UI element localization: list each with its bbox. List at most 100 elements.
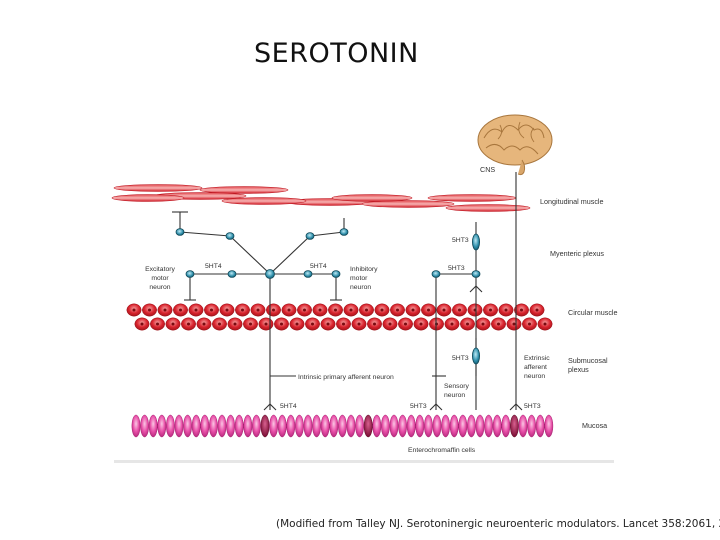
svg-text:plexus: plexus (568, 365, 589, 374)
mucosa-cell (432, 414, 442, 438)
neuron-soma (339, 228, 349, 236)
mucosa-cell (174, 414, 184, 438)
mucosa-cell (492, 414, 502, 438)
cell-nucleus (318, 308, 322, 312)
cell-nucleus (543, 322, 547, 326)
mucosa-cell (398, 414, 407, 438)
mucosa-cell (518, 414, 528, 438)
mucosa-layer (131, 414, 554, 438)
mucosa-cell (424, 414, 433, 438)
cell-nucleus (528, 322, 531, 326)
cell-nucleus (287, 308, 291, 312)
cell-nucleus (427, 308, 430, 312)
mucosa-label: Mucosa (582, 421, 607, 430)
cell-nucleus (512, 322, 516, 326)
longitudinal-fiber (445, 204, 531, 212)
enterochromaffin-cells-label: Enterochromaffin cells (408, 447, 476, 454)
receptor-5ht3-upper-node (471, 233, 480, 251)
cell-nucleus (442, 308, 446, 312)
extrinsic-afferent-neuron-label: Extrinsic afferent neuron (524, 355, 550, 380)
svg-text:Excitatory: Excitatory (145, 266, 175, 273)
cell-nucleus (303, 308, 306, 312)
mucosa-cell (535, 414, 545, 438)
mucosa-cell (346, 414, 356, 438)
svg-text:neuron: neuron (149, 284, 170, 291)
brain-icon (477, 114, 553, 176)
cell-nucleus (132, 308, 136, 312)
neuron-soma (175, 228, 185, 236)
cell-nucleus (163, 308, 167, 312)
cell-nucleus (140, 322, 144, 326)
mucosa-cell (131, 414, 141, 438)
mucosa-cell (191, 414, 201, 438)
mucosa-cell (527, 414, 536, 438)
receptor-5ht4-left: 5HT4 (205, 263, 222, 270)
mucosa-cell (338, 414, 347, 438)
mucosa-cell (544, 414, 554, 438)
mucosa-cell (148, 414, 158, 438)
mucosa-cell (449, 414, 459, 438)
mucosa-cell (381, 414, 390, 438)
longitudinal-fiber (221, 197, 307, 205)
mucosa-cell (355, 414, 364, 438)
slide-title: SEROTONIN (254, 38, 419, 69)
mucosa-cell (467, 414, 476, 438)
mucosa-cell (320, 414, 330, 438)
cell-nucleus (520, 308, 523, 312)
receptor-5ht3-submucosal-node (471, 347, 480, 365)
svg-text:motor: motor (350, 275, 368, 282)
intrinsic-primary-afferent-label: Intrinsic primary afferent neuron (298, 374, 394, 381)
svg-text:motor: motor (151, 275, 169, 282)
mucosa-cell (234, 414, 244, 438)
cell-nucleus (171, 322, 175, 326)
mucosa-cell (295, 414, 304, 438)
mucosa-cell (200, 414, 210, 438)
cns-label: CNS (480, 165, 495, 174)
cell-nucleus (156, 322, 159, 326)
neuron-soma (305, 232, 315, 240)
receptor-5ht4-right: 5HT4 (310, 263, 327, 270)
mucosa-cell (140, 414, 149, 438)
cell-nucleus (497, 322, 500, 326)
longitudinal-muscle-layer (111, 184, 531, 212)
cell-nucleus (373, 322, 376, 326)
sensory-neuron-soma (431, 270, 441, 278)
cell-nucleus (311, 322, 314, 326)
mucosa-cell (269, 414, 278, 438)
mucosa-cell (286, 414, 296, 438)
cell-nucleus (179, 308, 182, 312)
longitudinal-muscle-label: Longitudinal muscle (540, 197, 604, 206)
neuron-soma (225, 232, 235, 240)
excitatory-motor-neuron-label: Excitatory motor neuron (145, 266, 175, 291)
neuron-soma (303, 270, 313, 278)
cell-nucleus (380, 308, 384, 312)
mucosa-cell (484, 414, 493, 438)
mucosa-cell (415, 414, 425, 438)
myenteric-plexus-label: Myenteric plexus (550, 249, 604, 258)
enterochromaffin-cell (363, 414, 373, 438)
cell-nucleus (225, 308, 229, 312)
enterochromaffin-cell (260, 414, 270, 438)
excitatory-motor-neuron-soma (185, 270, 195, 278)
enteric-neurons (175, 228, 481, 365)
caption-strip (114, 460, 614, 463)
mucosa-cell (441, 414, 450, 438)
cell-nucleus (256, 308, 260, 312)
cell-nucleus (535, 308, 539, 312)
cell-nucleus (504, 308, 508, 312)
cell-nucleus (218, 322, 221, 326)
receptor-5ht3-bottom-right: 5HT3 (524, 403, 541, 410)
longitudinal-fiber (427, 194, 517, 202)
cell-nucleus (404, 322, 407, 326)
cell-nucleus (295, 322, 299, 326)
cell-nucleus (202, 322, 206, 326)
circular-muscle-layer (126, 303, 553, 331)
cell-nucleus (194, 308, 198, 312)
svg-text:neuron: neuron (444, 392, 465, 399)
mucosa-cell (329, 414, 339, 438)
mucosa-cell (372, 414, 382, 438)
mucosa-cell (252, 414, 261, 438)
mucosa-cell (157, 414, 167, 438)
cell-nucleus (450, 322, 454, 326)
